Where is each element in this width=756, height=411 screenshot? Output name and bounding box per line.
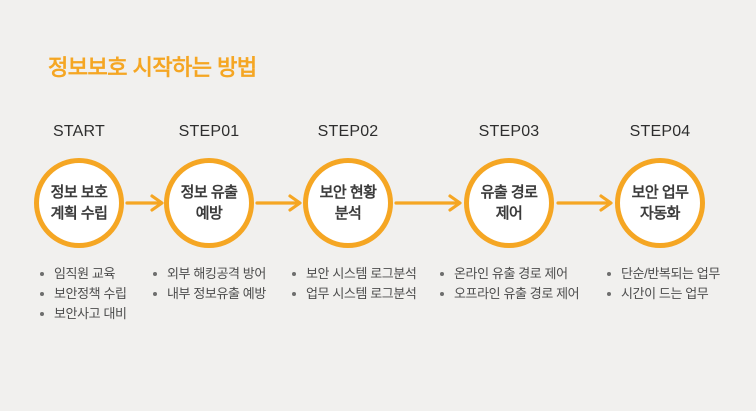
step-03-label: STEP03: [478, 123, 540, 140]
step-03-bullets: 온라인 유출 경로 제어 오프라인 유출 경로 제어: [440, 264, 580, 304]
list-item: 외부 해킹공격 방어: [153, 264, 266, 284]
bullet-dot-icon: [153, 292, 157, 296]
step-03-circle-line2: 제어: [495, 205, 523, 222]
step-04-bullets: 단순/반복되는 업무 시간이 드는 업무: [607, 264, 720, 304]
bullet-dot-icon: [40, 292, 44, 296]
step-04-circle: 보안 업무 자동화: [615, 158, 705, 248]
step-start-circle: 정보 보호 계획 수립: [34, 158, 124, 248]
step-01-circle-line2: 예방: [195, 205, 223, 222]
step-04-circle-line2: 자동화: [640, 205, 680, 222]
step-03-circle-line1: 유출 경로: [480, 184, 538, 201]
bullet-dot-icon: [440, 272, 444, 276]
bullet-dot-icon: [153, 272, 157, 276]
step-start-circle-line2: 계획 수립: [50, 205, 108, 222]
step-02-circle-line1: 보안 현황: [319, 184, 377, 201]
step-02-circle: 보안 현황 분석: [303, 158, 393, 248]
list-item: 보안사고 대비: [40, 304, 127, 324]
list-item: 임직원 교육: [40, 264, 127, 284]
arrow-icon-1: [125, 194, 164, 212]
arrow-icon-2: [255, 194, 302, 212]
bullet-dot-icon: [607, 272, 611, 276]
step-02-bullets: 보안 시스템 로그분석 업무 시스템 로그분석: [292, 264, 417, 304]
step-03-circle: 유출 경로 제어: [464, 158, 554, 248]
step-start-bullets: 임직원 교육 보안정책 수립 보안사고 대비: [40, 264, 127, 324]
list-item: 업무 시스템 로그분석: [292, 284, 417, 304]
arrow-icon-4: [556, 194, 613, 212]
step-01-circle-line1: 정보 유출: [180, 184, 238, 201]
step-start-label: START: [53, 123, 105, 140]
list-item: 내부 정보유출 예방: [153, 284, 266, 304]
list-item: 단순/반복되는 업무: [607, 264, 720, 284]
step-02-circle-line2: 분석: [334, 205, 362, 222]
list-item: 온라인 유출 경로 제어: [440, 264, 579, 284]
bullet-dot-icon: [292, 292, 296, 296]
step-01-bullets: 외부 해킹공격 방어 내부 정보유출 예방: [153, 264, 266, 304]
bullet-dot-icon: [607, 292, 611, 296]
list-item: 시간이 드는 업무: [607, 284, 720, 304]
bullet-dot-icon: [440, 292, 444, 296]
list-item: 보안 시스템 로그분석: [292, 264, 417, 284]
step-01-label: STEP01: [178, 123, 240, 140]
page-title: 정보보호 시작하는 방법: [48, 55, 257, 80]
step-02-label: STEP02: [317, 123, 379, 140]
step-04-circle-line1: 보안 업무: [631, 184, 689, 201]
step-start-circle-line1: 정보 보호: [50, 184, 108, 201]
bullet-dot-icon: [40, 272, 44, 276]
list-item: 보안정책 수립: [40, 284, 127, 304]
step-01-circle: 정보 유출 예방: [164, 158, 254, 248]
step-04-label: STEP04: [629, 123, 691, 140]
arrow-icon-3: [394, 194, 462, 212]
bullet-dot-icon: [292, 272, 296, 276]
list-item: 오프라인 유출 경로 제어: [440, 284, 580, 304]
bullet-dot-icon: [40, 312, 44, 316]
